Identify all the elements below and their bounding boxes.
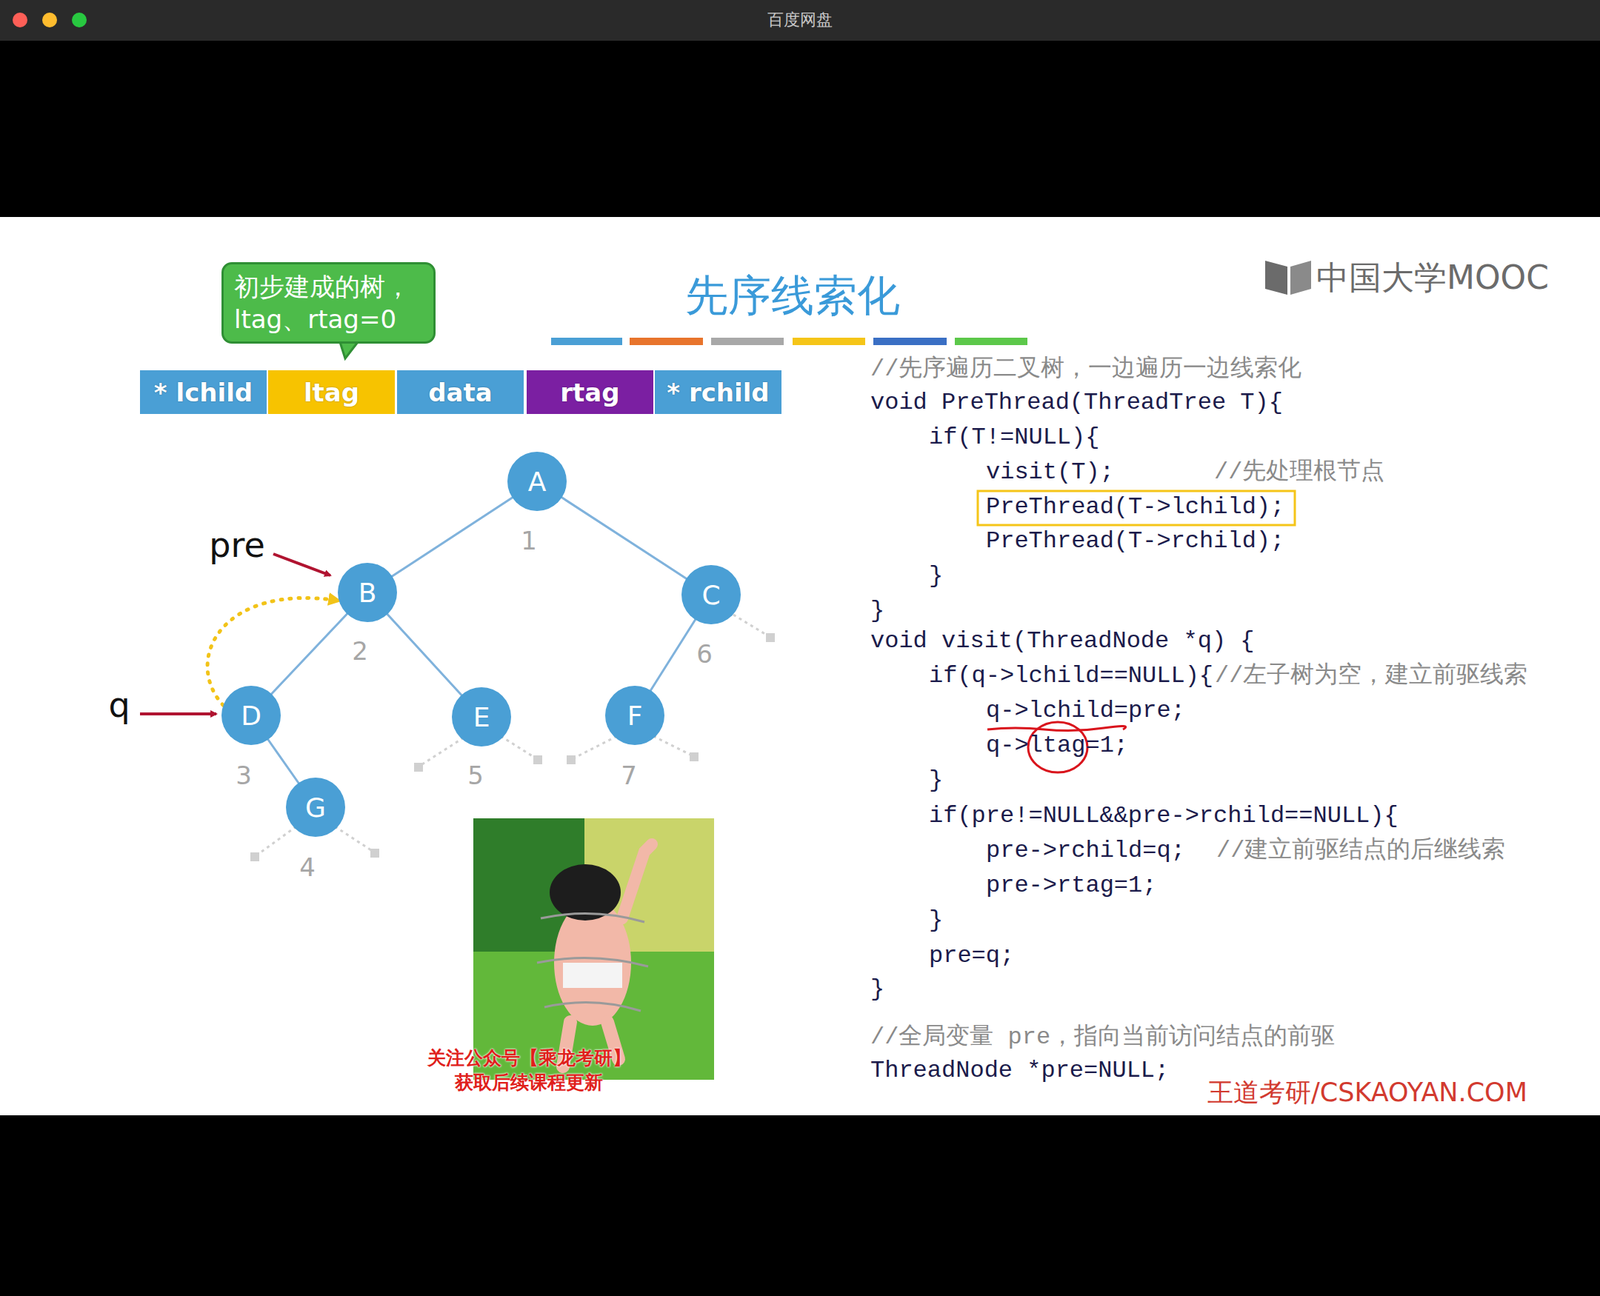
order-number: 5 xyxy=(467,760,484,792)
code-line: } xyxy=(928,562,943,591)
tree-edge xyxy=(271,614,347,695)
code-line: pre=q; xyxy=(928,942,1015,971)
order-number: 1 xyxy=(520,525,538,557)
null-stubs xyxy=(258,614,768,855)
color-bar xyxy=(792,337,866,346)
order-number: 7 xyxy=(620,760,638,792)
code-line: pre->rtag=1; xyxy=(985,871,1157,900)
tree-node: B xyxy=(337,562,398,623)
code-comment: //建立前驱结点的后继线索 xyxy=(1216,837,1506,866)
brand-text: 王道考研/CSKAOYAN.COM xyxy=(1207,1077,1528,1109)
node-text: * rchild xyxy=(666,377,769,408)
node-text: data xyxy=(428,377,492,408)
callout-bubble: 初步建成的树， ltag、rtag=0 xyxy=(221,262,436,344)
code-line: if(q->lchild==NULL){ xyxy=(928,662,1214,691)
field-box: ltag xyxy=(268,370,395,415)
code-line: pre->rchild=q; xyxy=(985,837,1186,866)
code-comment: //左子树为空，建立前驱线索 xyxy=(1214,662,1528,691)
minimize-light xyxy=(42,12,58,28)
code-line: void visit(ThreadNode *q) { xyxy=(870,627,1255,656)
color-bar xyxy=(711,337,784,346)
tree-node: F xyxy=(605,685,665,746)
code-line: if(T!=NULL){ xyxy=(928,423,1100,452)
watermark: 获取后续课程更新 xyxy=(454,1071,603,1095)
order-number: 3 xyxy=(235,760,252,792)
slide-title: 先序线索化 xyxy=(685,270,900,323)
color-bar xyxy=(873,337,947,346)
node-text: G xyxy=(305,792,326,823)
node-text: 初步建成的树， ltag、rtag=0 xyxy=(234,270,423,336)
tree-edge xyxy=(387,614,462,695)
mooc-icon xyxy=(1290,260,1312,295)
tree-edge xyxy=(650,620,695,691)
field-box: rtag xyxy=(526,370,654,415)
code-line: } xyxy=(870,597,885,626)
close-light xyxy=(12,12,28,28)
code-comment: //先序遍历二叉树，一边遍历一边线索化 xyxy=(870,355,1302,384)
thread-arrow xyxy=(207,597,340,706)
node-text: D xyxy=(240,700,262,732)
color-bar xyxy=(551,337,623,346)
code-line: q->lchild=pre; xyxy=(985,697,1186,726)
code-line: } xyxy=(870,975,885,1004)
field-box: data xyxy=(397,370,524,415)
pointer-arrow xyxy=(273,554,331,576)
code-comment: //先处理根节点 xyxy=(1214,458,1385,487)
field-box: * rchild xyxy=(654,370,782,415)
color-bar xyxy=(629,337,703,346)
color-bar xyxy=(954,337,1028,346)
zoom-light xyxy=(71,12,87,28)
code-line: void PreThread(ThreadTree T){ xyxy=(870,388,1283,418)
code-line: q->ltag=1; xyxy=(985,731,1129,760)
code-line: } xyxy=(928,906,943,935)
code-line: visit(T); xyxy=(985,458,1115,487)
node-text: F xyxy=(627,700,643,732)
order-number: 2 xyxy=(351,636,369,667)
highlight-box xyxy=(977,491,1295,526)
field-box: * lchild xyxy=(140,370,267,415)
red-underline xyxy=(987,725,1126,731)
code-line: ThreadNode *pre=NULL; xyxy=(870,1057,1169,1086)
code-line: } xyxy=(928,766,943,795)
watermark: 关注公众号【乘龙考研】 xyxy=(427,1047,632,1070)
pointer-label: pre xyxy=(208,525,265,566)
node-text: rtag xyxy=(560,377,620,408)
tree-edge xyxy=(562,497,687,579)
tree-node: G xyxy=(285,777,346,838)
tree-node: C xyxy=(681,565,741,625)
order-number: 6 xyxy=(696,639,713,670)
node-text: E xyxy=(473,702,491,733)
node-text: ltag xyxy=(303,377,360,408)
order-number: 4 xyxy=(299,852,316,883)
cartoon-illustration xyxy=(473,818,715,1080)
pointer-arrow xyxy=(140,712,217,716)
node-text: B xyxy=(358,577,378,609)
logo-text: 中国大学MOOC xyxy=(1316,258,1549,298)
node-text: A xyxy=(528,466,547,498)
node-text: * lchild xyxy=(154,377,253,408)
window-title: 百度网盘 xyxy=(767,10,833,30)
mooc-icon xyxy=(1265,260,1288,295)
code-line: PreThread(T->rchild); xyxy=(985,527,1285,556)
node-text: C xyxy=(701,580,720,611)
tree-edge xyxy=(268,740,299,784)
tree-node: A xyxy=(507,451,567,512)
code-comment: //全局变量 pre，指向当前访问结点的前驱 xyxy=(870,1023,1335,1052)
pointer-label: q xyxy=(108,685,130,726)
code-line: if(pre!=NULL&&pre->rchild==NULL){ xyxy=(928,802,1399,831)
tree-node: D xyxy=(221,685,281,746)
code-line: PreThread(T->lchild); xyxy=(985,493,1285,522)
tree-node: E xyxy=(451,687,512,747)
tree-edge xyxy=(391,497,512,577)
